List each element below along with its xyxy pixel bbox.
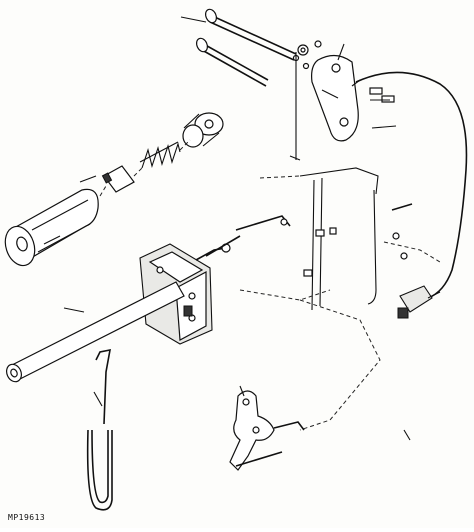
figure-id: MP19613 — [8, 513, 45, 522]
cylinder-housing — [4, 188, 99, 267]
pivot-plate — [311, 54, 359, 142]
frame-outline — [239, 167, 441, 431]
plunger — [101, 165, 135, 193]
spacer-stack — [303, 227, 337, 277]
callout-marks — [43, 43, 411, 441]
long-bolt-lower — [195, 37, 269, 87]
cable-end-switch — [397, 285, 441, 319]
compression-spring — [139, 141, 181, 169]
leader-line — [289, 52, 301, 161]
main-bracket — [139, 243, 213, 345]
control-cable — [351, 71, 468, 299]
right-pin-group — [391, 203, 413, 260]
bushing — [182, 112, 224, 148]
hooked-rod — [86, 348, 113, 511]
assembly-centerline — [99, 139, 191, 197]
leader-line — [180, 16, 207, 23]
link-rod — [205, 215, 291, 257]
long-shaft — [6, 281, 185, 383]
latch-plate — [229, 390, 305, 471]
long-bolt-upper — [204, 8, 297, 61]
